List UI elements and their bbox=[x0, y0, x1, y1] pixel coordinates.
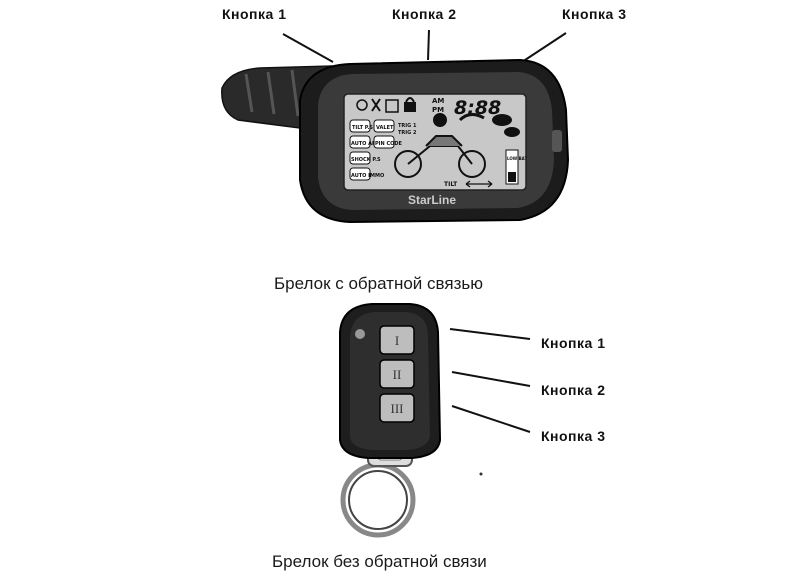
lcd-pm: PM bbox=[432, 106, 444, 114]
caption-two-way-fob: Брелок с обратной связью bbox=[274, 274, 483, 293]
lcd-low-bat: LOW BAT bbox=[507, 156, 527, 161]
leader-line-top-3 bbox=[521, 32, 567, 63]
leader-line-bottom-3 bbox=[451, 405, 531, 433]
lcd-tag-valet: VALET bbox=[376, 125, 394, 131]
top-button-3-label: Кнопка 3 bbox=[562, 6, 627, 22]
lcd-clock: 8:88 bbox=[454, 97, 501, 119]
leader-line-bottom-1 bbox=[449, 328, 531, 340]
bottom-button-2-label: Кнопка 2 bbox=[541, 382, 606, 398]
button-mark-2: II bbox=[393, 367, 402, 382]
button-mark-1: I bbox=[395, 333, 399, 348]
lcd-trig1: TRIG 1 bbox=[398, 123, 417, 129]
one-way-button-3 bbox=[379, 393, 415, 423]
top-button-2-label: Кнопка 2 bbox=[392, 6, 457, 22]
caption-one-way-fob: Брелок без обратной связи bbox=[272, 552, 487, 571]
brand-logo: StarLine bbox=[408, 193, 456, 207]
lcd-tag-tilt: TILT P.S bbox=[352, 125, 373, 131]
button-mark-3: III bbox=[391, 401, 404, 416]
one-way-fob: I II III bbox=[339, 303, 442, 538]
lcd-tag-auto-immo: AUTO IMMO bbox=[351, 173, 384, 179]
two-way-fob: AM PM 8:88 TILT P.S VALET AUTO ARM PIN C… bbox=[221, 58, 570, 224]
lcd-tilt: TILT bbox=[444, 181, 458, 188]
bottom-button-1-label: Кнопка 1 bbox=[541, 335, 606, 351]
lcd-trig2: TRIG 2 bbox=[398, 130, 417, 136]
motorcycle-icon bbox=[394, 113, 486, 178]
leader-line-bottom-2 bbox=[451, 371, 531, 387]
bottom-button-3-label: Кнопка 3 bbox=[541, 428, 606, 444]
lcd-tag-pin-code: PIN CODE bbox=[375, 141, 403, 147]
lcd-tag-auto-arm: AUTO ARM bbox=[351, 141, 381, 147]
leader-line-top-2 bbox=[427, 29, 430, 61]
lcd-tag-shock: SHOCK P.S bbox=[351, 157, 381, 163]
top-button-1-label: Кнопка 1 bbox=[222, 6, 287, 22]
one-way-button-1 bbox=[379, 325, 415, 355]
lcd-am: AM bbox=[432, 97, 444, 105]
one-way-button-2 bbox=[379, 359, 415, 389]
leader-line-top-1 bbox=[282, 33, 334, 63]
